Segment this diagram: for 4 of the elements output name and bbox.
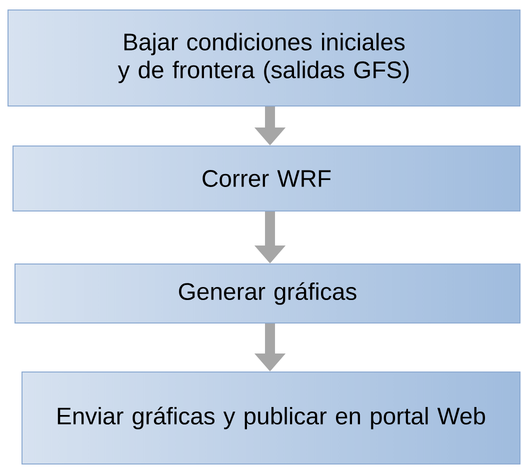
- process-box: Correr WRF: [12, 145, 520, 212]
- process-box: Bajar condiciones iniciales y de frontera (salidas GFS): [8, 10, 520, 106]
- process-box: Generar gráficas: [14, 263, 520, 324]
- process-box: Enviar gráficas y publicar en portal Web: [22, 371, 520, 464]
